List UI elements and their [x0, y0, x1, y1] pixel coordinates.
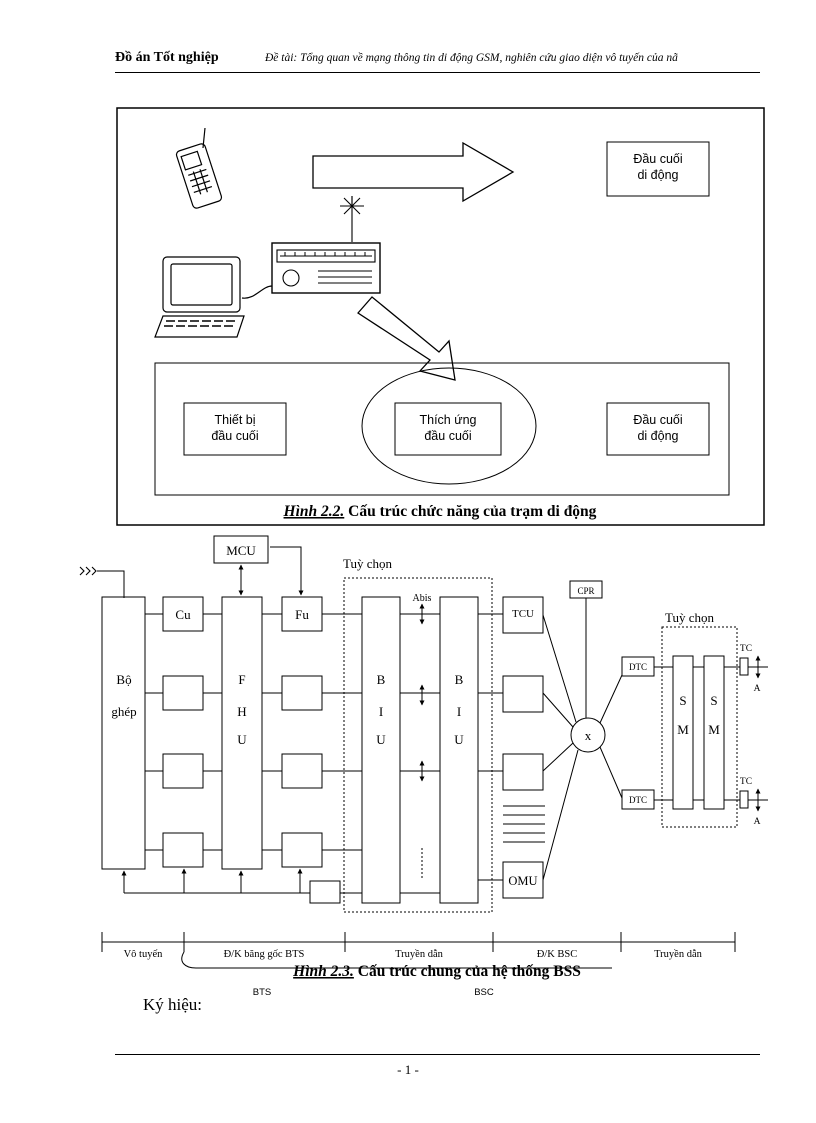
abis-label: Abis	[413, 593, 432, 604]
dtc-label-1: DTC	[629, 662, 647, 672]
mobile-terminal-box-1	[606, 141, 710, 197]
right-arrow-shape	[312, 141, 515, 203]
adapter-ellipse	[361, 367, 537, 485]
thesis-topic: Đề tài: Tổng quan về mạng thông tin di đ…	[265, 52, 678, 64]
terminal-equipment-line1: Thiết bị	[215, 413, 256, 427]
radio-antenna-icon	[271, 196, 381, 294]
header-rule	[115, 72, 760, 73]
biu2-label-i: I	[457, 704, 461, 719]
thesis-title: Đồ án Tốt nghiệp	[115, 50, 219, 65]
legend-heading: Ký hiệu:	[143, 995, 203, 1014]
terminal-adapter-box	[394, 402, 502, 456]
station-inner-frame	[154, 362, 730, 496]
cpr-label: CPR	[577, 586, 594, 596]
sm1-label-m: M	[677, 722, 689, 737]
tc-label-1: TC	[740, 644, 752, 654]
mobile-terminal-2-line1: Đầu cuối	[633, 413, 682, 427]
fig22-caption: Hình 2.2. Cấu trúc chức năng của trạm di…	[283, 503, 597, 520]
diagonal-arrow-shape	[357, 296, 456, 381]
mobile-terminal-1-line1: Đầu cuối	[633, 152, 682, 166]
mobile-terminal-1-line2: di động	[637, 168, 678, 182]
a-label-1: A	[754, 684, 761, 694]
terminal-equipment-box	[183, 402, 287, 456]
fig23-caption: Hình 2.3. Cấu trúc chung của hệ thống BS…	[292, 963, 581, 980]
section-transmission-2: Truyền dẫn	[654, 949, 702, 960]
sm2-label-m: M	[708, 722, 720, 737]
fhu-label-h: H	[237, 704, 246, 719]
terminal-adapter-line1: Thích ứng	[419, 413, 476, 427]
switch-label: x	[585, 728, 592, 743]
page-number: - 1 -	[397, 1062, 419, 1077]
section-bts-control: Đ/K băng gốc BTS	[224, 949, 305, 960]
fhu-label-u: U	[237, 732, 247, 747]
section-transmission-1: Truyền dẫn	[395, 949, 443, 960]
combiner-label-1: Bộ	[116, 672, 131, 687]
section-bsc-control: Đ/K BSC	[537, 949, 578, 960]
sm1-label-s: S	[679, 693, 686, 708]
biu2-label-b: B	[455, 672, 464, 687]
terminal-adapter-line2: đầu cuối	[424, 429, 471, 443]
omu-label: OMU	[508, 874, 537, 888]
radio-dial-ticks	[284, 252, 366, 256]
mobile-terminal-box-2	[606, 402, 710, 456]
fhu-label-f: F	[238, 672, 245, 687]
fu-label: Fu	[295, 607, 309, 622]
bsc-label: BSC	[474, 987, 494, 998]
a-label-2: A	[754, 817, 761, 827]
terminal-equipment-line2: đầu cuối	[211, 429, 258, 443]
fig22-frame	[116, 107, 765, 526]
optional-label-1: Tuỳ chọn	[343, 556, 393, 571]
footer-rule	[115, 1054, 760, 1055]
mobile-phone-icon	[175, 127, 223, 209]
biu1-label-i: I	[379, 704, 383, 719]
mcu-label: MCU	[226, 543, 256, 558]
optional-label-2: Tuỳ chọn	[665, 610, 715, 625]
section-radio: Vô tuyến	[124, 949, 164, 960]
tcu-label: TCU	[512, 608, 534, 620]
biu2-label-u: U	[454, 732, 464, 747]
cu-label: Cu	[175, 607, 191, 622]
biu1-label-b: B	[377, 672, 386, 687]
tc-label-2: TC	[740, 777, 752, 787]
combiner-label-2: ghép	[111, 704, 136, 719]
bts-label: BTS	[253, 987, 271, 998]
sm2-label-s: S	[710, 693, 717, 708]
mobile-terminal-2-line2: di động	[637, 429, 678, 443]
bss-arrows	[121, 546, 761, 893]
dtc-label-2: DTC	[629, 795, 647, 805]
computer-terminal-icon	[154, 256, 273, 338]
biu1-label-u: U	[376, 732, 386, 747]
